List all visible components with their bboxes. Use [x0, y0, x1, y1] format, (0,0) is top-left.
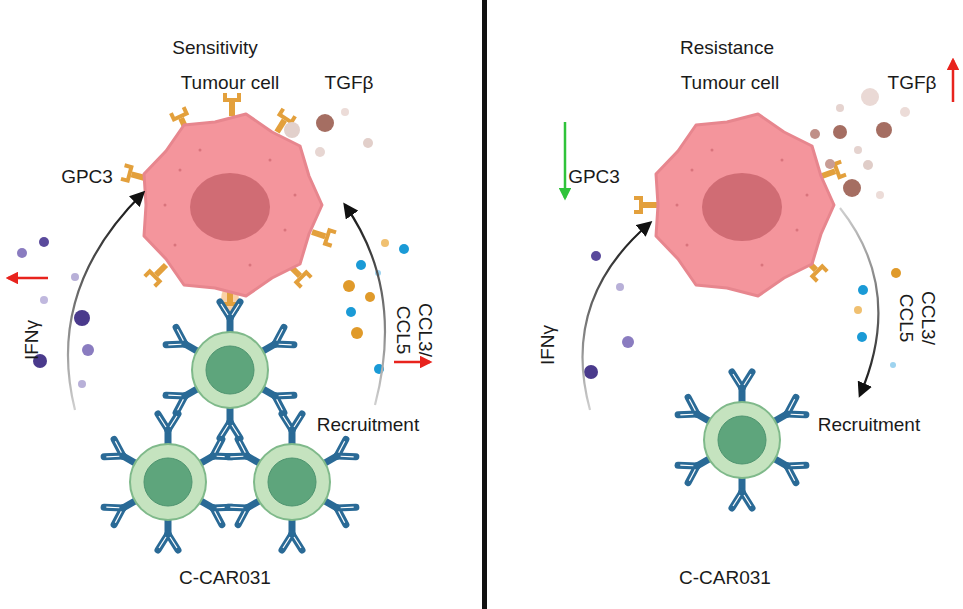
panel-divider: [482, 0, 487, 609]
edge-label: IFNγ: [21, 300, 43, 380]
edge-label: IFNγ: [537, 305, 559, 385]
node-label: C-CAR031: [575, 567, 875, 589]
tumour-cell-node: Tumour cell: [615, 68, 845, 300]
panel-title: Sensitivity: [172, 37, 258, 59]
node-label: C-CAR031: [75, 567, 375, 589]
tumour-cell: [656, 114, 834, 296]
curved-arrow: [840, 208, 878, 395]
node-label: Tumour cell: [615, 72, 845, 94]
edge-label: CCL3/ CCL5: [895, 288, 939, 348]
panel-title: Resistance: [680, 37, 774, 59]
curved-arrow: [583, 223, 651, 410]
gpc3-receptors: [120, 93, 336, 311]
node-label: Tumour cell: [115, 72, 345, 94]
car-t-node: C-CAR031: [75, 300, 375, 595]
tumour-cell: [144, 114, 322, 296]
process-label: Recruitment: [818, 414, 920, 436]
curved-arrow: [345, 205, 385, 405]
increase-arrow: [8, 277, 48, 280]
cytokine-label: TGFβ: [325, 72, 374, 94]
edge-label: CCL3/ CCL5: [392, 300, 436, 360]
decrease-arrow: [564, 122, 567, 198]
cytokine-label: TGFβ: [888, 72, 937, 94]
antigen-label: GPC3: [568, 166, 620, 188]
process-label: Recruitment: [317, 414, 419, 436]
increase-arrow: [952, 60, 955, 102]
car-t-cell: [678, 372, 806, 508]
antigen-label: GPC3: [61, 166, 113, 188]
car-t-node: C-CAR031: [575, 300, 875, 595]
tumour-cell-node: Tumour cell: [115, 68, 345, 300]
tgfb-particles: [810, 88, 910, 199]
curved-arrow: [68, 193, 143, 410]
ifng-particles: [17, 237, 94, 388]
increase-arrow: [394, 361, 430, 364]
tgfb-particles: [284, 108, 373, 157]
